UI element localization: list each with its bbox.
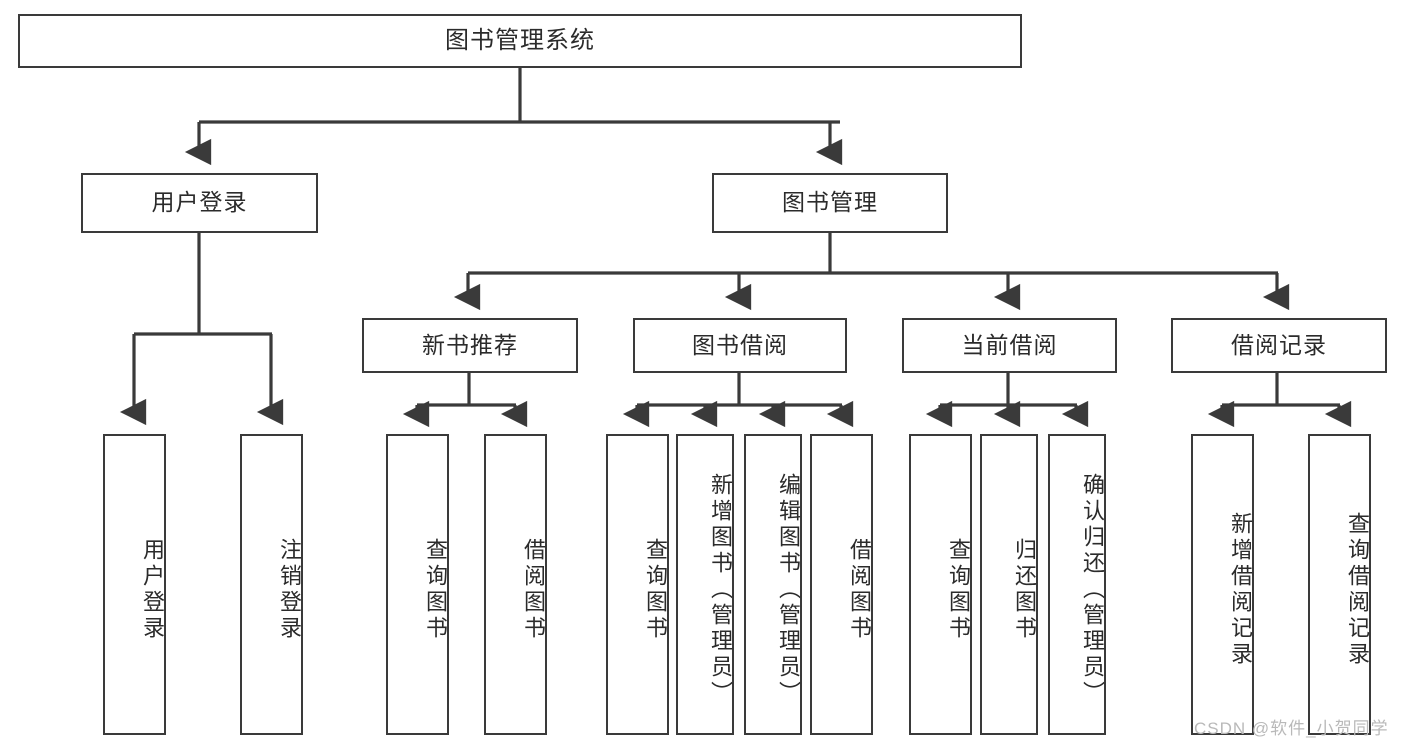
leaf-borrow-add-book-label: 新增图书（管理员）	[708, 472, 733, 707]
leaf-current-return-book[interactable]: 归还图书	[980, 434, 1038, 735]
node-new-book-recommend[interactable]: 新书推荐	[362, 318, 578, 373]
node-user-login-label: 用户登录	[151, 189, 248, 216]
leaf-current-query-book[interactable]: 查询图书	[909, 434, 972, 735]
leaf-borrow-borrow-book[interactable]: 借阅图书	[810, 434, 873, 735]
node-root-system-label: 图书管理系统	[445, 26, 595, 54]
leaf-recommend-borrow-book-label: 借阅图书	[521, 537, 546, 642]
leaf-record-query-record[interactable]: 查询借阅记录	[1308, 434, 1371, 735]
leaf-record-query-record-label: 查询借阅记录	[1345, 511, 1370, 668]
node-new-book-recommend-label: 新书推荐	[422, 331, 518, 358]
leaf-borrow-add-book[interactable]: 新增图书（管理员）	[676, 434, 734, 735]
leaf-borrow-edit-book-label: 编辑图书（管理员）	[776, 472, 801, 707]
node-book-management[interactable]: 图书管理	[712, 173, 948, 233]
leaf-user-login-logout-label: 注销登录	[277, 537, 302, 642]
node-user-login[interactable]: 用户登录	[81, 173, 318, 233]
leaf-record-add-record-label: 新增借阅记录	[1228, 511, 1253, 668]
leaf-recommend-query-book-label: 查询图书	[423, 537, 448, 642]
node-book-borrow[interactable]: 图书借阅	[633, 318, 847, 373]
csdn-watermark: CSDN @软件_小贺同学	[1194, 719, 1389, 738]
node-current-borrow[interactable]: 当前借阅	[902, 318, 1117, 373]
leaf-user-login-login-label: 用户登录	[140, 537, 165, 642]
node-book-borrow-label: 图书借阅	[692, 331, 788, 358]
leaf-record-add-record[interactable]: 新增借阅记录	[1191, 434, 1254, 735]
leaf-borrow-borrow-book-label: 借阅图书	[847, 537, 872, 642]
leaf-recommend-query-book[interactable]: 查询图书	[386, 434, 449, 735]
node-borrow-record[interactable]: 借阅记录	[1171, 318, 1387, 373]
leaf-user-login-login[interactable]: 用户登录	[103, 434, 166, 735]
leaf-borrow-edit-book[interactable]: 编辑图书（管理员）	[744, 434, 802, 735]
node-borrow-record-label: 借阅记录	[1231, 331, 1327, 358]
node-current-borrow-label: 当前借阅	[961, 331, 1058, 358]
node-root-system[interactable]: 图书管理系统	[18, 14, 1022, 68]
leaf-recommend-borrow-book[interactable]: 借阅图书	[484, 434, 547, 735]
leaf-current-return-book-label: 归还图书	[1012, 537, 1037, 642]
leaf-borrow-query-book-label: 查询图书	[643, 537, 668, 642]
node-book-management-label: 图书管理	[782, 189, 878, 216]
leaf-borrow-query-book[interactable]: 查询图书	[606, 434, 669, 735]
leaf-user-login-logout[interactable]: 注销登录	[240, 434, 303, 735]
leaf-current-confirm-return[interactable]: 确认归还（管理员）	[1048, 434, 1106, 735]
leaf-current-query-book-label: 查询图书	[946, 537, 971, 642]
leaf-current-confirm-return-label: 确认归还（管理员）	[1080, 472, 1105, 707]
